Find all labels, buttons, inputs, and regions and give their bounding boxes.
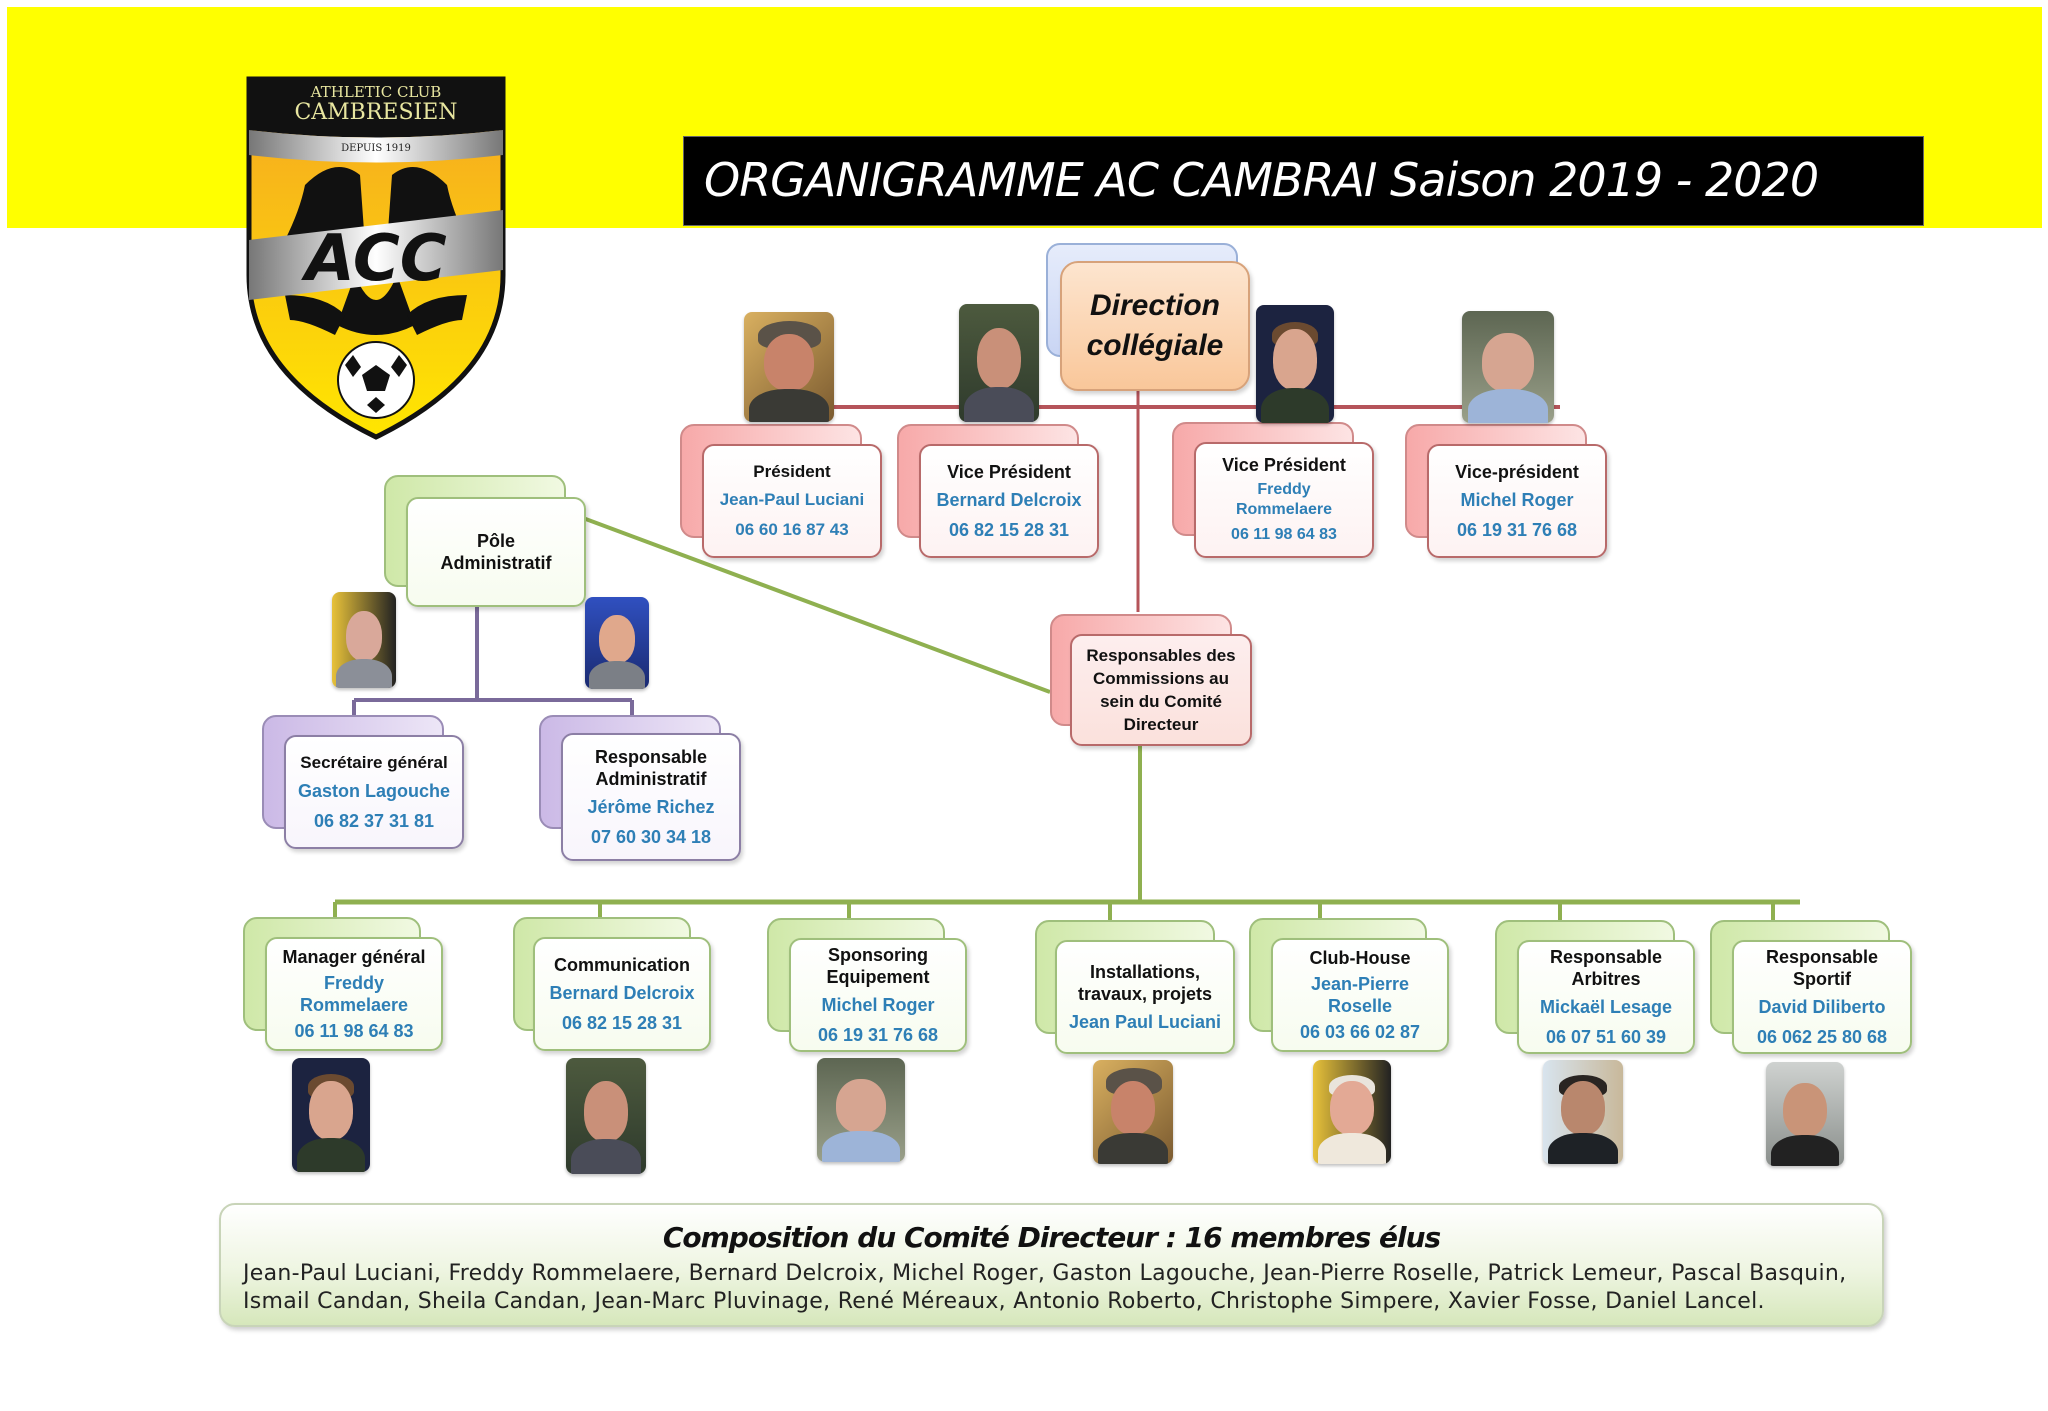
svg-text:DEPUIS 1919: DEPUIS 1919 bbox=[341, 143, 411, 154]
photo-arbitres bbox=[1543, 1060, 1623, 1164]
photo-sponsoring bbox=[817, 1058, 905, 1162]
composition-panel: Composition du Comité Directeur : 16 mem… bbox=[219, 1203, 1884, 1327]
photo-manager bbox=[292, 1058, 370, 1172]
phone-number: 06 19 31 76 68 bbox=[817, 1025, 939, 1045]
person-name: Jérôme Richez bbox=[587, 797, 715, 817]
photo-responsable-administratif bbox=[585, 597, 649, 689]
role-label: Président bbox=[753, 462, 831, 481]
photo-sportif bbox=[1766, 1062, 1844, 1166]
person-name: Gaston Lagouche bbox=[297, 781, 450, 801]
role-label: Sponsoring Equipement bbox=[826, 945, 930, 987]
role-label: Responsable Sportif bbox=[1765, 947, 1879, 989]
phone-number: 06 82 37 31 81 bbox=[313, 811, 435, 831]
title-bar: ORGANIGRAMME AC CAMBRAI Saison 2019 - 20… bbox=[683, 136, 1924, 226]
role-label: Installations, travaux, projets bbox=[1077, 962, 1213, 1004]
photo-vice-president-3 bbox=[1462, 311, 1554, 423]
phone-number: 06 82 15 28 31 bbox=[948, 520, 1070, 540]
role-label: Club-House bbox=[1309, 948, 1411, 968]
direction-label-2: collégiale bbox=[1086, 329, 1224, 362]
person-name: Jean-Paul Luciani bbox=[719, 490, 865, 509]
person-name: Michel Roger bbox=[821, 995, 935, 1015]
photo-club-house bbox=[1313, 1060, 1391, 1164]
role-label: Secrétaire général bbox=[300, 753, 448, 772]
role-label: Manager général bbox=[282, 947, 426, 967]
composition-members-line-2: Ismail Candan, Sheila Candan, Jean-Marc … bbox=[243, 1289, 1765, 1314]
person-name: Jean-Pierre Roselle bbox=[1310, 974, 1410, 1016]
photo-vice-president-1 bbox=[959, 304, 1039, 422]
person-name: Michel Roger bbox=[1460, 490, 1574, 510]
person-name: Bernard Delcroix bbox=[549, 983, 695, 1003]
phone-number: 06 82 15 28 31 bbox=[561, 1013, 683, 1033]
phone-number: 07 60 30 34 18 bbox=[590, 827, 712, 847]
svg-text:CAMBRESIEN: CAMBRESIEN bbox=[294, 100, 457, 125]
phone-number: 06 062 25 80 68 bbox=[1756, 1027, 1888, 1047]
person-name: David Diliberto bbox=[1758, 997, 1886, 1017]
person-name: Bernard Delcroix bbox=[936, 490, 1082, 510]
pole-label-1: Pôle bbox=[476, 531, 515, 551]
photo-communication bbox=[566, 1058, 646, 1174]
photo-secretaire bbox=[332, 592, 396, 688]
composition-members-line-1: Jean-Paul Luciani, Freddy Rommelaere, Be… bbox=[243, 1261, 1847, 1286]
role-label: Responsable Arbitres bbox=[1549, 947, 1663, 989]
photo-president bbox=[744, 312, 834, 422]
person-name: Mickaël Lesage bbox=[1539, 997, 1673, 1017]
role-label: Responsable Administratif bbox=[594, 747, 708, 789]
person-name: Jean Paul Luciani bbox=[1068, 1012, 1222, 1032]
composition-title: Composition du Comité Directeur : 16 mem… bbox=[662, 1221, 1441, 1254]
phone-number: 06 11 98 64 83 bbox=[1231, 526, 1337, 543]
photo-vice-president-2 bbox=[1256, 305, 1334, 423]
direction-label-1: Direction bbox=[1089, 289, 1221, 322]
person-name: Freddy Rommelaere bbox=[1235, 481, 1333, 518]
role-label: Communication bbox=[553, 955, 690, 975]
commissions-label: Responsables des Commissions au sein du … bbox=[1086, 646, 1236, 734]
football-icon bbox=[337, 341, 415, 419]
svg-text:ACC: ACC bbox=[300, 222, 447, 296]
phone-number: 06 07 51 60 39 bbox=[1545, 1027, 1667, 1047]
phone-number: 06 19 31 76 68 bbox=[1456, 520, 1578, 540]
club-logo: ATHLETIC CLUB CAMBRESIEN DEPUIS 1919 ACC bbox=[246, 76, 506, 440]
role-label: Vice-président bbox=[1455, 462, 1579, 482]
pole-label-2: Administratif bbox=[440, 553, 552, 573]
role-label: Vice Président bbox=[947, 462, 1071, 482]
photo-installations bbox=[1093, 1060, 1173, 1164]
phone-number: 06 60 16 87 43 bbox=[735, 520, 849, 539]
svg-text:ATHLETIC CLUB: ATHLETIC CLUB bbox=[310, 83, 441, 101]
phone-number: 06 11 98 64 83 bbox=[294, 1021, 414, 1041]
page-title: ORGANIGRAMME AC CAMBRAI Saison 2019 - 20… bbox=[704, 153, 1819, 207]
person-name: Freddy Rommelaere bbox=[299, 973, 409, 1015]
phone-number: 06 03 66 02 87 bbox=[1299, 1022, 1421, 1042]
role-label: Vice Président bbox=[1222, 455, 1346, 475]
